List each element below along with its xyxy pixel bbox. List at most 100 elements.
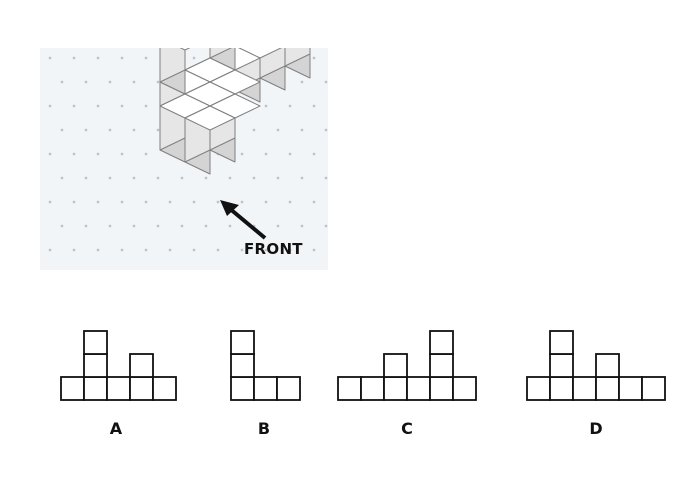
base-square bbox=[276, 376, 301, 401]
grid-dot bbox=[264, 104, 268, 108]
grid-dot bbox=[288, 248, 292, 252]
grid-dot bbox=[48, 56, 52, 60]
cube-right-face bbox=[209, 48, 232, 59]
grid-dot bbox=[72, 56, 76, 60]
grid-dot bbox=[48, 200, 52, 204]
grid-dot bbox=[60, 128, 64, 132]
grid-dot bbox=[156, 176, 160, 180]
grid-dot bbox=[300, 80, 304, 84]
front-arrow-icon bbox=[220, 200, 267, 240]
stacked-square bbox=[549, 330, 574, 355]
option-c-svg bbox=[337, 330, 477, 401]
grid-dot bbox=[300, 176, 304, 180]
base-square bbox=[526, 376, 551, 401]
front-arrow-head bbox=[220, 200, 239, 216]
stacked-square bbox=[230, 353, 255, 378]
base-square bbox=[641, 376, 666, 401]
grid-dot bbox=[132, 80, 136, 84]
grid-dot bbox=[120, 248, 124, 252]
base-square bbox=[406, 376, 431, 401]
grid-dot bbox=[288, 200, 292, 204]
base-square bbox=[549, 376, 574, 401]
grid-dot bbox=[192, 248, 196, 252]
option-a-view[interactable] bbox=[60, 330, 177, 401]
grid-dot bbox=[144, 152, 148, 156]
grid-dot bbox=[48, 152, 52, 156]
grid-dot bbox=[192, 200, 196, 204]
grid-dot bbox=[240, 200, 244, 204]
grid-dot bbox=[228, 224, 232, 228]
grid-dot bbox=[156, 128, 160, 132]
grid-dot bbox=[108, 80, 112, 84]
grid-dot bbox=[156, 80, 160, 84]
grid-dot bbox=[96, 56, 100, 60]
option-d-label: D bbox=[589, 419, 603, 438]
grid-dot bbox=[276, 176, 280, 180]
grid-dot bbox=[276, 128, 280, 132]
base-square bbox=[83, 376, 108, 401]
grid-dot bbox=[84, 80, 88, 84]
stacked-square bbox=[230, 330, 255, 355]
stacked-square bbox=[129, 353, 154, 378]
cube-right-face bbox=[284, 48, 311, 67]
grid-dot bbox=[132, 176, 136, 180]
stacked-square bbox=[429, 330, 454, 355]
base-square bbox=[383, 376, 408, 401]
option-b-view[interactable] bbox=[230, 330, 301, 401]
grid-dot bbox=[252, 128, 256, 132]
grid-dot bbox=[264, 200, 268, 204]
stacked-square bbox=[429, 353, 454, 378]
grid-dot bbox=[216, 248, 220, 252]
grid-dot bbox=[144, 104, 148, 108]
grid-dot bbox=[72, 104, 76, 108]
grid-dot bbox=[264, 248, 268, 252]
grid-dot bbox=[228, 176, 232, 180]
grid-dot bbox=[96, 200, 100, 204]
grid-dot bbox=[204, 224, 208, 228]
cube-top-face bbox=[184, 105, 236, 131]
cube-structure bbox=[159, 48, 311, 175]
grid-dot bbox=[288, 152, 292, 156]
option-a-label: A bbox=[109, 419, 123, 438]
base-square bbox=[572, 376, 597, 401]
grid-dot bbox=[132, 128, 136, 132]
grid-dot bbox=[312, 56, 316, 60]
grid-dot bbox=[132, 224, 136, 228]
grid-dot bbox=[120, 56, 124, 60]
grid-dot bbox=[312, 152, 316, 156]
isometric-figure-svg bbox=[40, 48, 328, 270]
front-label: FRONT bbox=[244, 240, 303, 258]
grid-dot bbox=[264, 152, 268, 156]
grid-dot bbox=[180, 176, 184, 180]
grid-dot bbox=[48, 248, 52, 252]
base-square bbox=[452, 376, 477, 401]
grid-dot bbox=[216, 200, 220, 204]
grid-dot bbox=[96, 104, 100, 108]
grid-dot bbox=[180, 224, 184, 228]
grid-dot bbox=[204, 176, 208, 180]
base-square bbox=[106, 376, 131, 401]
grid-dot bbox=[84, 176, 88, 180]
base-square bbox=[253, 376, 278, 401]
grid-dot bbox=[312, 200, 316, 204]
isometric-figure: FRONT bbox=[40, 48, 328, 270]
option-c-view[interactable] bbox=[337, 330, 477, 401]
option-c-label: C bbox=[401, 419, 413, 438]
grid-dot bbox=[156, 224, 160, 228]
option-d-view[interactable] bbox=[526, 330, 666, 401]
option-b-svg bbox=[230, 330, 301, 401]
grid-dot bbox=[192, 56, 196, 60]
grid-dot bbox=[300, 224, 304, 228]
grid-dot bbox=[108, 176, 112, 180]
base-square bbox=[60, 376, 85, 401]
grid-dot bbox=[60, 176, 64, 180]
grid-dot bbox=[144, 248, 148, 252]
stacked-square bbox=[83, 330, 108, 355]
grid-dot bbox=[48, 104, 52, 108]
stacked-square bbox=[83, 353, 108, 378]
option-d-svg bbox=[526, 330, 666, 401]
grid-dot bbox=[84, 224, 88, 228]
grid-dot bbox=[168, 200, 172, 204]
grid-dot bbox=[120, 200, 124, 204]
grid-dot bbox=[300, 128, 304, 132]
